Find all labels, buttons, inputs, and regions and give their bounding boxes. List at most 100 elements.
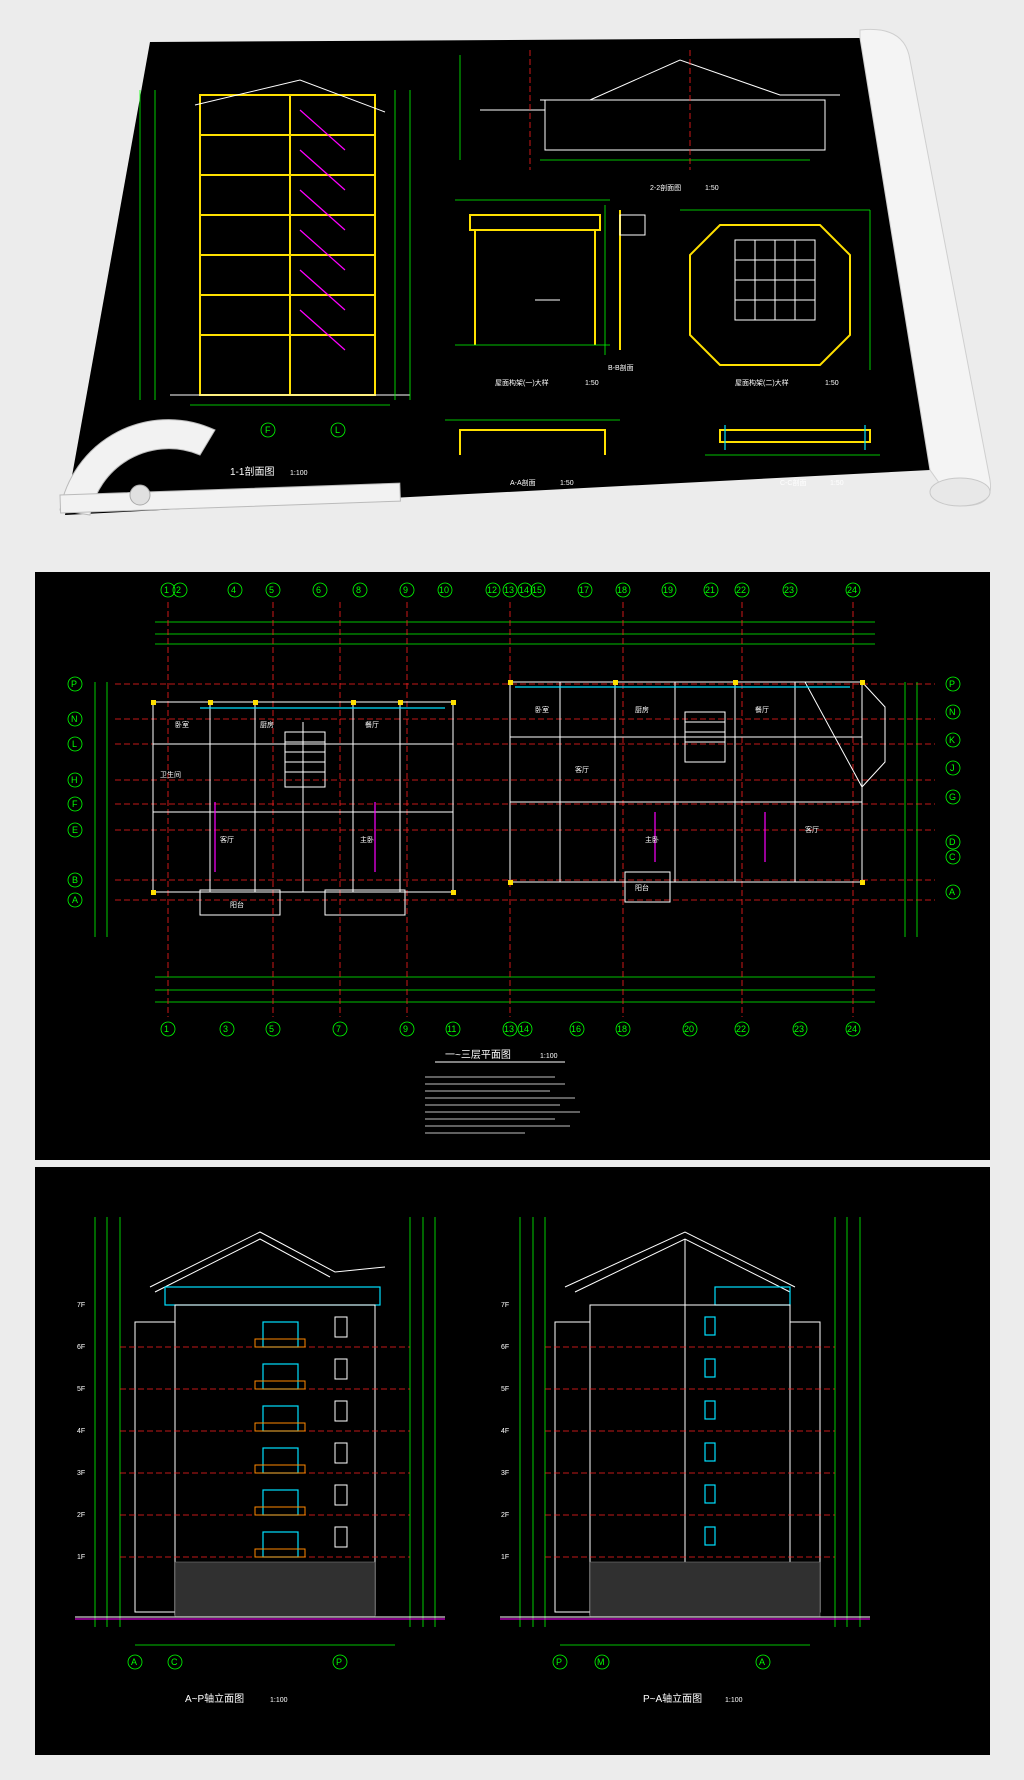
svg-text:3: 3 xyxy=(223,1024,228,1034)
axis-bubble-top: 8 xyxy=(352,582,368,598)
room-label: 阳台 xyxy=(230,900,244,909)
right-elevation-title: P~A轴立面图 xyxy=(643,1692,702,1705)
svg-text:A: A xyxy=(131,1657,137,1667)
room-label: 餐厅 xyxy=(365,720,379,729)
svg-text:13: 13 xyxy=(504,585,514,595)
svg-text:3F: 3F xyxy=(77,1470,85,1477)
svg-text:2: 2 xyxy=(176,585,181,595)
svg-text:7F: 7F xyxy=(501,1302,509,1309)
left-elevation-axis-c: C xyxy=(167,1654,183,1670)
section-1-axis-f: F xyxy=(260,422,276,438)
left-elevation-title: A~P轴立面图 xyxy=(185,1692,244,1705)
protractor-icon xyxy=(59,419,401,516)
svg-text:6: 6 xyxy=(316,585,321,595)
right-elevation-axis-a: A xyxy=(755,1654,771,1670)
left-elevation xyxy=(75,1217,445,1646)
right-elevation xyxy=(500,1217,870,1646)
axis-bubble-left: E xyxy=(67,822,83,838)
svg-text:N: N xyxy=(949,707,956,717)
axis-bubble-bottom: 1 xyxy=(160,1021,176,1037)
detail-2-scale: 1:50 xyxy=(825,380,839,387)
svg-text:18: 18 xyxy=(617,1024,627,1034)
svg-text:18: 18 xyxy=(617,585,627,595)
axis-bubble-left: B xyxy=(67,872,83,888)
axis-bubble-left: L xyxy=(67,736,83,752)
svg-text:15: 15 xyxy=(532,585,542,595)
svg-text:4F: 4F xyxy=(77,1428,85,1435)
section-c-title: C-C剖面 xyxy=(780,478,806,487)
axis-bubble-top: 6 xyxy=(312,582,328,598)
svg-text:F: F xyxy=(265,425,271,435)
axis-bubble-bottom: 7 xyxy=(332,1021,348,1037)
axis-bubble-right: A xyxy=(945,884,961,900)
plan-title: 一~三层平面图 xyxy=(445,1049,511,1061)
svg-text:12: 12 xyxy=(487,585,497,595)
svg-text:6F: 6F xyxy=(501,1344,509,1351)
svg-text:9: 9 xyxy=(403,585,408,595)
svg-text:J: J xyxy=(950,763,955,773)
svg-text:10: 10 xyxy=(439,585,449,595)
svg-text:M: M xyxy=(597,1657,605,1667)
svg-text:16: 16 xyxy=(571,1024,581,1034)
axis-bubble-bottom: 13 xyxy=(502,1021,518,1037)
top-axes: 1 2 4 5 6 8 9 10 12 13 14 15 17 18 19 21… xyxy=(160,582,861,598)
svg-text:21: 21 xyxy=(705,585,715,595)
svg-text:8: 8 xyxy=(356,585,361,595)
section-b-title: B-B剖面 xyxy=(608,363,634,372)
svg-text:N: N xyxy=(71,714,78,724)
svg-text:19: 19 xyxy=(663,585,673,595)
room-label: 主卧 xyxy=(360,835,374,844)
room-label: 主卧 xyxy=(645,835,659,844)
detail-2-title: 屋面构架(二)大样 xyxy=(735,378,789,387)
svg-text:9: 9 xyxy=(403,1024,408,1034)
section-b-drawing xyxy=(604,205,646,355)
left-elevation-axis-a: A xyxy=(127,1654,143,1670)
left-elevation-scale: 1:100 xyxy=(270,1697,288,1704)
section-1-title: 1-1剖面图 xyxy=(230,465,274,478)
axis-bubble-top: 17 xyxy=(577,582,593,598)
axis-bubble-top: 5 xyxy=(265,582,281,598)
svg-text:13: 13 xyxy=(504,1024,514,1034)
section-a-scale: 1:50 xyxy=(560,480,574,487)
top-drawing-sheet: A F L 1-1剖面图 1:100 2-2剖面图 1:50 xyxy=(0,0,1024,560)
axis-bubble-left: F xyxy=(67,796,83,812)
axis-bubble-top: 1 xyxy=(160,582,176,598)
axis-bubble-right: K xyxy=(945,732,961,748)
axis-bubble-top: 15 xyxy=(530,582,546,598)
axis-bubble-right: J xyxy=(945,760,961,776)
plan-scale: 1:100 xyxy=(540,1053,558,1060)
svg-text:23: 23 xyxy=(784,585,794,595)
floor-labels-left: 7F 6F 5F 4F 3F 2F 1F xyxy=(77,1302,85,1561)
room-label: 厨房 xyxy=(260,720,274,729)
right-elevation-axis-p: P xyxy=(552,1654,568,1670)
axis-bubble-bottom: 11 xyxy=(445,1021,461,1037)
section-c-drawing xyxy=(705,425,880,456)
detail-2-drawing xyxy=(680,209,871,370)
axis-bubble-right: P xyxy=(945,676,961,692)
bottom-axes: 1 3 5 7 9 11 13 14 16 18 20 22 23 24 xyxy=(160,1021,861,1037)
axis-bubble-right: C xyxy=(945,849,961,865)
axis-bubble-bottom: 3 xyxy=(219,1021,235,1037)
axis-bubble-top: 14 xyxy=(517,582,533,598)
section-2-drawing xyxy=(459,50,840,170)
axis-bubble-top: 24 xyxy=(845,582,861,598)
detail-1-drawing xyxy=(455,199,610,346)
axis-bubble-bottom: 24 xyxy=(845,1021,861,1037)
svg-text:1F: 1F xyxy=(77,1554,85,1561)
svg-text:20: 20 xyxy=(684,1024,694,1034)
section-2-scale: 1:50 xyxy=(705,185,719,192)
svg-text:22: 22 xyxy=(736,585,746,595)
svg-text:22: 22 xyxy=(736,1024,746,1034)
floor-plan-svg: 1 2 4 5 6 8 9 10 12 13 14 15 17 18 19 21… xyxy=(67,582,961,1134)
svg-text:1F: 1F xyxy=(501,1554,509,1561)
svg-text:H: H xyxy=(71,775,78,785)
section-1-scale: 1:100 xyxy=(290,470,308,477)
axis-bubble-bottom: 23 xyxy=(792,1021,808,1037)
axis-bubble-top: 13 xyxy=(502,582,518,598)
left-unit-walls xyxy=(152,701,454,916)
svg-text:P: P xyxy=(556,1657,562,1667)
svg-text:E: E xyxy=(72,825,78,835)
axis-bubble-top: 9 xyxy=(399,582,415,598)
axis-bubble-top: 21 xyxy=(703,582,719,598)
svg-text:A: A xyxy=(759,1657,765,1667)
